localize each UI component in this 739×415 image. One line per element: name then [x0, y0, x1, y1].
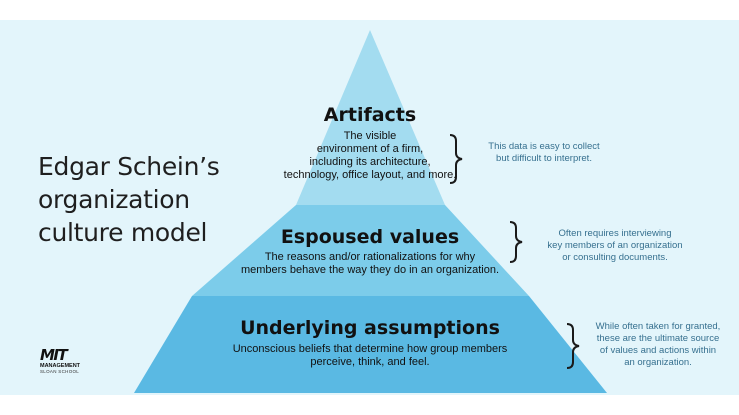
mit-sloan-logo: MIT MANAGEMENT SLOAN SCHOOL	[40, 346, 100, 375]
model-title-line-3: culture model	[38, 218, 208, 247]
espoused-values-description: The reasons and/or rationalizations for …	[240, 251, 500, 276]
pyramid-layer-artifacts	[296, 30, 445, 205]
underlying-assumptions-heading: Underlying assumptions	[240, 317, 500, 339]
brace-underlying-assumptions	[566, 323, 580, 369]
underlying-assumptions-description: Unconscious beliefs that determine how g…	[232, 343, 508, 368]
model-title-line-2: organization	[38, 185, 190, 214]
pyramid-layer-underlying-assumptions	[134, 296, 607, 393]
artifacts-heading: Artifacts	[323, 104, 417, 126]
logo-line-1: MANAGEMENT	[40, 363, 81, 369]
espoused-values-block: Espoused values The reasons and/or ratio…	[205, 225, 535, 277]
underlying-assumptions-note: While often taken for granted, these are…	[595, 321, 721, 368]
underlying-assumptions-block: Underlying assumptions Unconscious belie…	[200, 316, 540, 369]
brace-artifacts	[449, 134, 463, 184]
brace-espoused-values	[509, 221, 523, 263]
model-title: Edgar Schein’s organization culture mode…	[38, 150, 238, 249]
artifacts-block: Artifacts The visible environment of a f…	[255, 103, 485, 182]
espoused-values-heading: Espoused values	[280, 226, 460, 248]
model-title-line-1: Edgar Schein’s	[38, 152, 220, 181]
artifacts-note: This data is easy to collect but difficu…	[488, 141, 600, 164]
artifacts-description: The visible environment of a firm, inclu…	[283, 130, 457, 181]
logo-line-2: SLOAN SCHOOL	[40, 369, 80, 374]
logo-mark: MIT	[40, 346, 68, 364]
pyramid-layer-espoused-values	[192, 205, 529, 296]
espoused-values-note: Often requires interviewing key members …	[547, 228, 683, 263]
